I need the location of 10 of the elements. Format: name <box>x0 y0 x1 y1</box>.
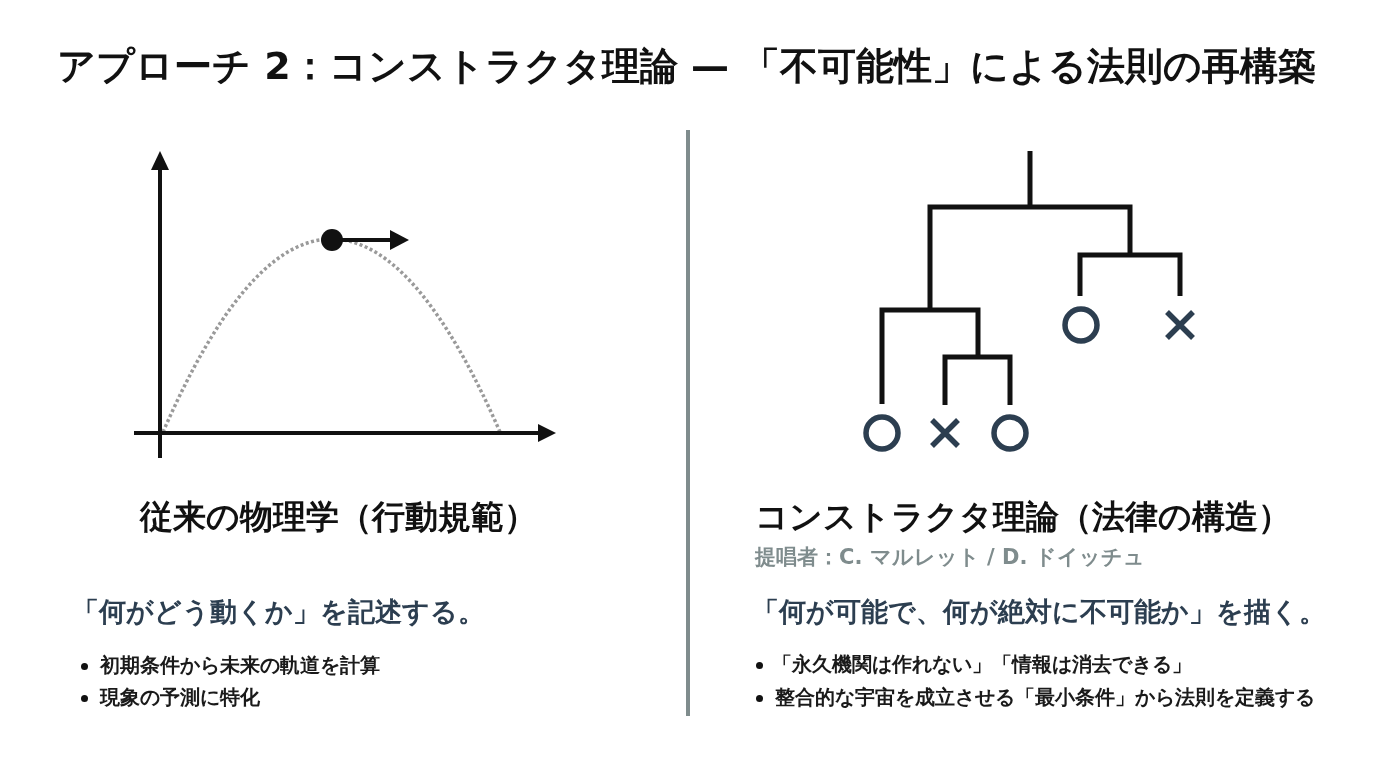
section-heading: 従来の物理学（行動規範） <box>139 497 537 537</box>
bullet-text: 現象の予測に特化 <box>100 685 260 709</box>
section-summary: 「何が可能で、何が絶対に不可能か」を描く。 <box>752 595 1326 629</box>
bullet-text: 「永久機関は作れない」「情報は消去できる」 <box>772 652 1192 676</box>
slide-title: アプローチ 2：コンストラクタ理論 — 「不可能性」による法則の再構築 <box>57 44 1317 90</box>
proponents-text: 提唱者：C. マルレット / D. ドイッチュ <box>755 545 1145 571</box>
section-heading: コンストラクタ理論（法律の構造） <box>755 497 1291 537</box>
bullet-text: 整合的な宇宙を成立させる「最小条件」から法則を定義する <box>775 685 1315 709</box>
section-summary: 「何がどう動くか」を記述する。 <box>72 595 485 629</box>
bullet-text: 初期条件から未来の軌道を計算 <box>100 653 380 677</box>
